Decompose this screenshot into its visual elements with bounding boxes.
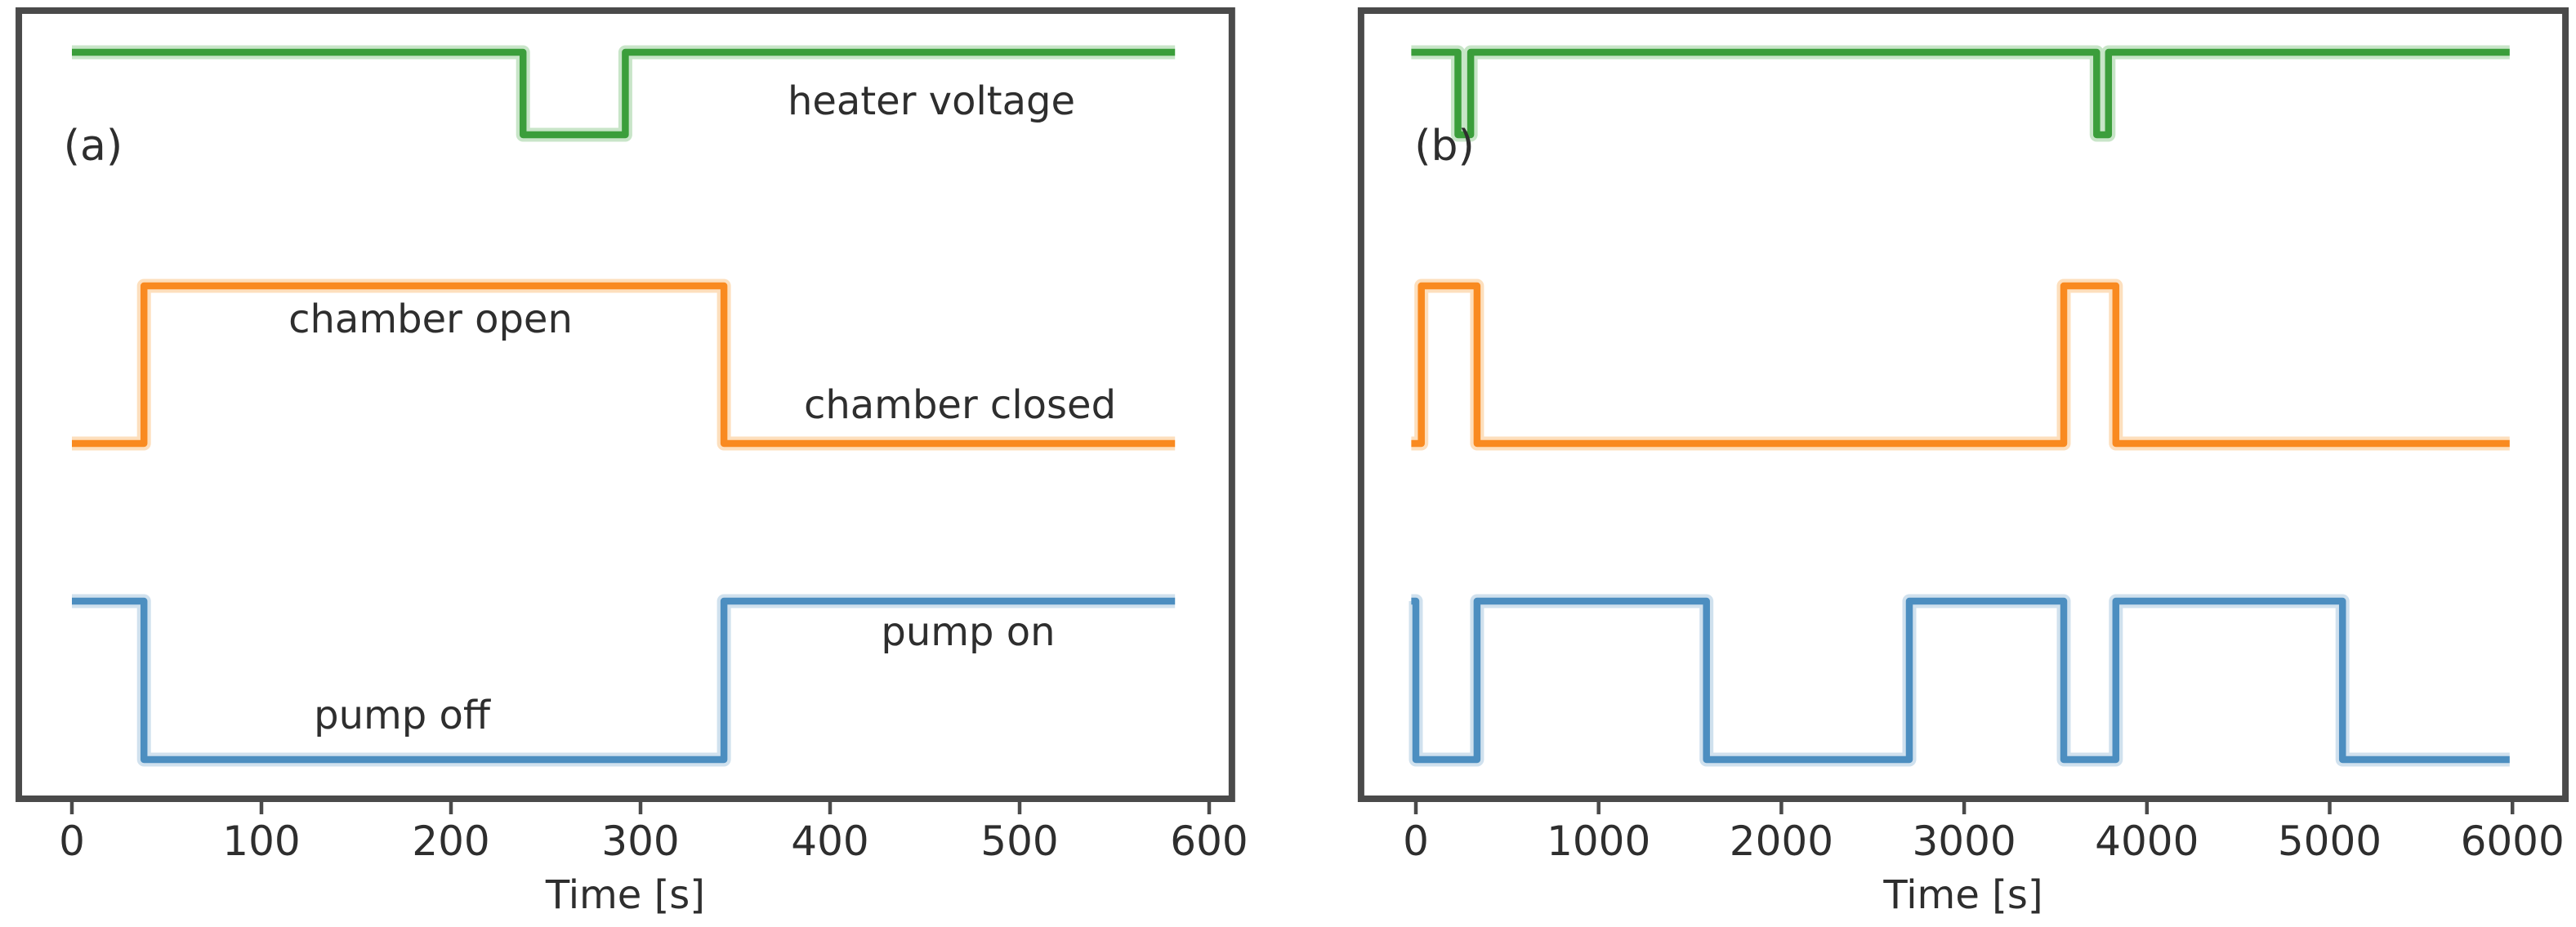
panel-a-annotation-heater-voltage: heater voltage <box>788 78 1075 124</box>
panel-b-x-tick-label-4000: 4000 <box>2095 818 2199 865</box>
panel-b-series-chamber-halo <box>1411 279 2510 451</box>
panel-b-frame <box>1357 7 2569 802</box>
panel-a-x-tick-label-400: 400 <box>791 818 868 865</box>
panel-b-series-heater-voltage-halo <box>1411 45 2510 142</box>
panel-a-series-chamber-line <box>72 282 1176 448</box>
panel-a-frame <box>16 7 1235 802</box>
panel-b-x-tick-label-0: 0 <box>1403 818 1429 865</box>
panel-b-x-tick-label-5000: 5000 <box>2278 818 2382 865</box>
panel-a-annotation-chamber-open: chamber open <box>288 296 573 342</box>
panel-a-annotation-chamber-closed: chamber closed <box>804 382 1116 428</box>
panel-a-x-tick-label-0: 0 <box>59 818 85 865</box>
panel-a-x-tick-label-500: 500 <box>980 818 1058 865</box>
panel-a-annotation--a-: (a) <box>64 122 123 171</box>
panel-a-x-tick-label-600: 600 <box>1170 818 1248 865</box>
panel-b-x-tick-label-3000: 3000 <box>1912 818 2016 865</box>
panel-a-series-pump-line <box>72 597 1176 764</box>
panel-b-series-heater-voltage-line <box>1411 48 2510 139</box>
panel-b-x-tick-label-1000: 1000 <box>1547 818 1650 865</box>
panel-b-x-tick-label-6000: 6000 <box>2461 818 2565 865</box>
panel-b-series-pump-line <box>1411 597 2510 764</box>
panel-b-xaxis-label: Time [s] <box>1882 872 2042 918</box>
panel-b-x-tick-label-2000: 2000 <box>1730 818 1833 865</box>
panel-a-annotation-pump-on: pump on <box>881 609 1055 655</box>
panel-a-annotation-pump-off: pump off <box>314 693 491 738</box>
panel-a-xaxis-label: Time [s] <box>545 872 705 918</box>
panel-a-series-heater-voltage-line <box>72 48 1176 139</box>
panel-a-x-tick-label-200: 200 <box>412 818 489 865</box>
panel-a-x-tick-label-300: 300 <box>601 818 679 865</box>
panel-a-x-tick-label-100: 100 <box>222 818 300 865</box>
panel-b-series-chamber-line <box>1411 282 2510 448</box>
panel-b-annotation--b-: (b) <box>1414 122 1475 171</box>
